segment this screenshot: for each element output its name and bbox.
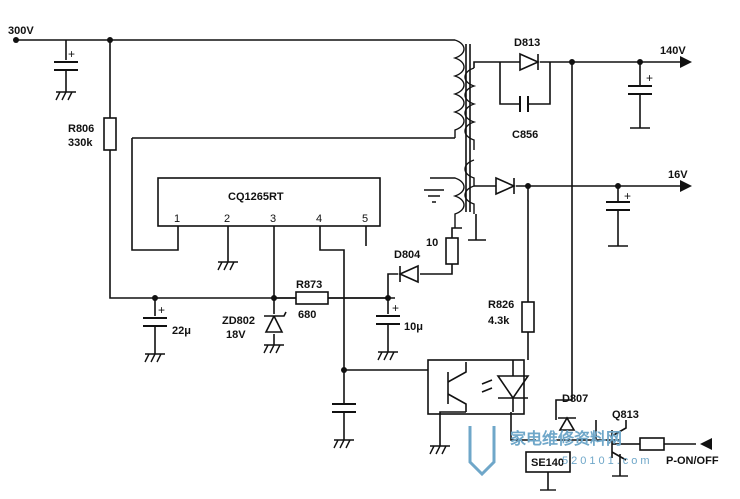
watermark: 家电维修资料网 520101.com (468, 426, 653, 477)
label-300v: 300V (8, 25, 34, 37)
label-r873: R873 (296, 279, 322, 291)
label-r806-value: 330k (68, 137, 93, 149)
label-r806: R806 (68, 123, 94, 135)
watermark-url: 520101.com (562, 455, 653, 467)
label-r826-value: 4.3k (488, 315, 510, 327)
q813-transistor (611, 420, 627, 461)
primary-winding (452, 39, 465, 138)
label-d807: D807 (562, 393, 588, 405)
ic-block (157, 177, 381, 227)
svg-text:+: + (158, 303, 165, 317)
svg-text:+: + (68, 47, 75, 61)
resistors (103, 117, 665, 451)
label-q813: Q813 (612, 409, 639, 421)
capacitor-leads (65, 70, 641, 354)
label-d804: D804 (394, 249, 421, 261)
label-r826: R826 (488, 299, 514, 311)
output-arrows (680, 56, 712, 450)
secondary-winding (464, 67, 477, 214)
ic-pin-2: 2 (224, 213, 230, 225)
ic-name: CQ1265RT (228, 191, 284, 203)
svg-text:+: + (624, 189, 631, 203)
label-c10: 10μ (404, 321, 423, 333)
watermark-text: 家电维修资料网 (510, 429, 622, 448)
label-r10: 10 (426, 237, 438, 249)
wires (16, 39, 696, 490)
se140-block (525, 451, 571, 473)
label-r873-value: 680 (298, 309, 316, 321)
label-16v: 16V (668, 169, 688, 181)
diodes (264, 52, 576, 431)
label-zd802-value: 18V (226, 329, 246, 341)
label-c22: 22μ (172, 325, 191, 337)
label-p-on-off: P-ON/OFF (666, 455, 719, 467)
label-zd802: ZD802 (222, 315, 255, 327)
cap-plus-marks: + + + + + (68, 47, 653, 317)
svg-text:+: + (392, 301, 399, 315)
junctions (13, 37, 643, 373)
aux-winding (424, 177, 465, 228)
svg-text:+: + (646, 71, 653, 85)
capacitors (54, 61, 652, 413)
label-140v: 140V (660, 45, 686, 57)
ic-pin-1: 1 (174, 213, 180, 225)
ic-pin-3: 3 (270, 213, 276, 225)
ic-pin-5: 5 (362, 213, 368, 225)
label-d813: D813 (514, 37, 540, 49)
se140-label: SE140 (531, 457, 564, 469)
label-c856: C856 (512, 129, 538, 141)
optocoupler (427, 359, 530, 446)
ic-pin-4: 4 (316, 213, 322, 225)
